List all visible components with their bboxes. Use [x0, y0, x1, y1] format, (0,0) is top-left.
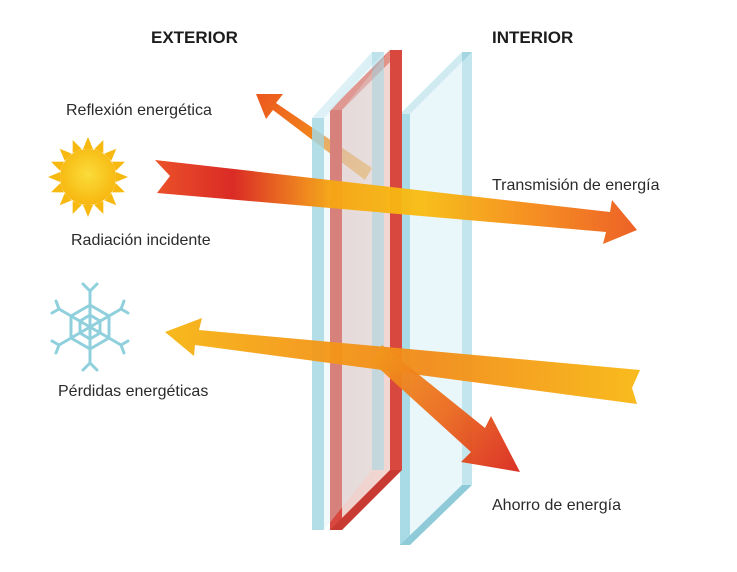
interior-header: INTERIOR [492, 28, 574, 47]
sun-icon [48, 137, 128, 217]
exterior-glass-pane [312, 52, 384, 530]
exterior-header: EXTERIOR [151, 28, 238, 47]
savings-label: Ahorro de energía [492, 497, 621, 514]
incident-transmission-arrow [155, 160, 637, 244]
reflection-label: Reflexión energética [66, 102, 212, 119]
interior-glass-pane [400, 52, 472, 545]
losses-label: Pérdidas energéticas [58, 383, 209, 400]
energy-loss-arrow [165, 318, 640, 404]
snowflake-icon [50, 282, 130, 372]
energy-savings-arrow [372, 345, 520, 472]
transmission-label: Transmisión de energía [492, 177, 660, 194]
incident-label: Radiación incidente [71, 232, 211, 249]
